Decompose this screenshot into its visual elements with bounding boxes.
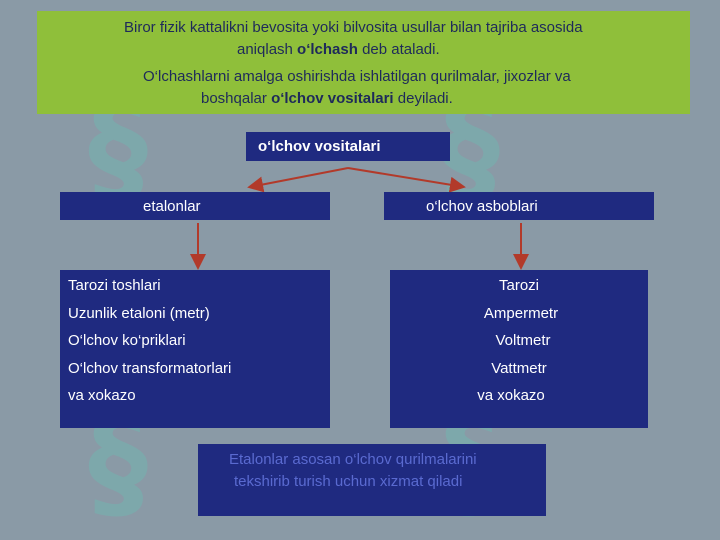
olchov-asboblari-node: o‘lchov asboblari bbox=[384, 192, 654, 220]
etalonlar-list: Tarozi toshlari Uzunlik etaloni (metr) O… bbox=[60, 270, 330, 428]
list-item: Uzunlik etaloni (metr) bbox=[68, 304, 210, 322]
bottom-note: Etalonlar asosan o‘lchov qurilmalarini t… bbox=[198, 444, 546, 516]
arrow-to-olchov-asboblari bbox=[347, 167, 466, 193]
note-line: Etalonlar asosan o‘lchov qurilmalarini bbox=[229, 451, 477, 468]
definition-panel: Biror fizik kattalikni bevosita yoki bil… bbox=[37, 11, 690, 114]
list-item: Ampermetr bbox=[483, 304, 559, 322]
olchov-asboblari-list: Tarozi Ampermetr Voltmetr Vattmetr va xo… bbox=[390, 270, 648, 428]
definition-line: aniqlash o‘lchash deb ataladi. bbox=[237, 41, 440, 58]
list-item: Vattmetr bbox=[491, 359, 547, 377]
list-item: va xokazo bbox=[68, 387, 136, 404]
list-item: Tarozi toshlari bbox=[68, 277, 161, 294]
list-item: Tarozi bbox=[498, 277, 539, 294]
definition-line: boshqalar o‘lchov vositalari deyiladi. bbox=[201, 90, 453, 107]
list-item: va xokazo bbox=[477, 387, 545, 404]
note-line: tekshirib turish uchun xizmat qiladi bbox=[234, 473, 463, 490]
definition-line: O‘lchashlarni amalga oshirishda ishlatil… bbox=[143, 68, 571, 85]
list-item: Voltmetr bbox=[495, 332, 551, 349]
list-item: O‘lchov transformatorlari bbox=[68, 359, 232, 377]
arrow-to-etalonlar bbox=[247, 167, 349, 193]
definition-line: Biror fizik kattalikni bevosita yoki bil… bbox=[124, 19, 583, 36]
list-item: O‘lchov ko‘priklari bbox=[68, 332, 186, 349]
root-node: o‘lchov vositalari bbox=[246, 132, 450, 161]
etalonlar-node: etalonlar bbox=[60, 192, 330, 220]
